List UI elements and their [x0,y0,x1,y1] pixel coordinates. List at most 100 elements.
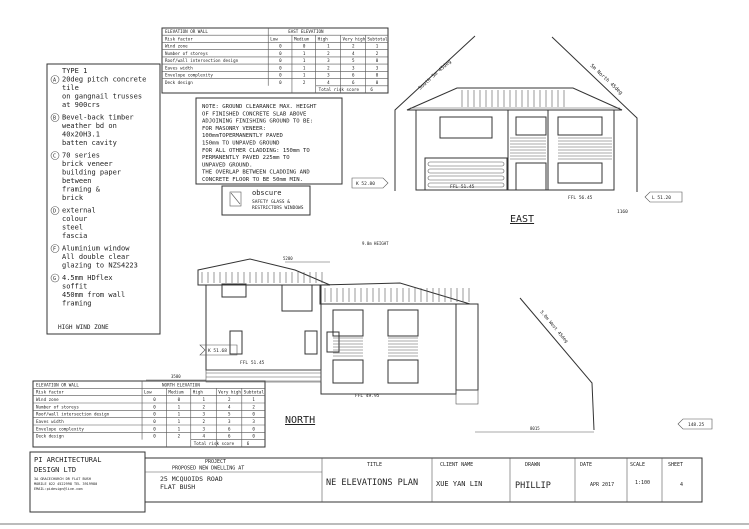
north-upper-roof [197,258,331,286]
ground-note-line: FOR MASONRY VENEER: [202,126,266,132]
garage-door [424,157,508,191]
risk-factor: Eaves width [36,419,64,424]
note-line: All double clear [62,253,129,261]
risk-score: 0 [178,397,181,402]
total-label: Total risk score [194,441,235,446]
note-marker-letter: F [53,247,56,253]
obscure-glass-legend: obscure SAFETY GLASS & RESTRICTORS WINDO… [221,185,311,216]
note-marker-letter: G [53,276,56,282]
note-marker [50,75,60,84]
risk-score: 1 [303,65,306,70]
risk-score: 2 [327,65,330,70]
window [557,162,603,184]
note-line: on gangnail trusses [62,93,142,101]
note-line: brick [62,194,84,202]
company-detail: 3A GRACECHURCH DR FLAT BUSH [34,477,91,481]
window [515,116,547,136]
legend-line: SAFETY GLASS & [252,199,290,205]
title-block: PI ARCHITECTURAL DESIGN LTD 3A GRACECHUR… [29,451,703,513]
south-line-label: South 5m 45deg [417,59,452,92]
legend-title: obscure [252,189,282,197]
risk-factor: Eaves width [165,65,193,70]
ground-note-line: 150mm TO UNPAVED GROUND [202,141,280,147]
height-label: 9.0m HEIGHT [362,241,389,246]
company-detail: MOBILE 022 4522998 TEL 3919980 [34,482,97,486]
risk-score: 3 [252,419,255,424]
note-marker-letter: B [53,116,56,122]
risk-factor: Deck design [165,80,193,85]
window [281,284,313,312]
risk-score: 0 [303,44,306,49]
risk-score: 0 [376,58,379,63]
risk-score: 0 [279,44,282,49]
project-address: 25 MCQUOIDS ROAD [160,475,223,483]
risk-score: 0 [279,58,282,63]
risk-score: 1 [376,44,379,49]
ground-note-line: NOTE: GROUND CLEARANCE MAX. HEIGHT [202,104,317,110]
risk-factor: Number of storeys [165,51,208,56]
column-header: Medium [168,390,184,395]
note-line: soffit [62,283,87,291]
note-line: weather bd on [62,122,117,130]
risk-factor: Deck design [36,434,64,439]
risk-score: 2 [252,404,255,409]
scale-label: SCALE [630,462,645,468]
note-line: Bevel-back timber [62,114,134,122]
risk-score: 1 [178,426,181,431]
north-elevation-title: NORTH [285,415,315,426]
window [387,359,419,384]
company-name: DESIGN LTD [34,466,76,474]
column-header: Low [144,390,152,395]
risk-factor: Envelope complexity [36,426,84,431]
risk-score: 0 [279,80,282,85]
window [387,309,419,337]
note-line: batten cavity [62,139,117,147]
risk-score: 1 [178,412,181,417]
risk-score: 5 [352,58,355,63]
risk-score: 3 [228,419,231,424]
risk-score: 5 [228,412,231,417]
risk-score: 0 [153,434,156,439]
note-marker [50,273,60,283]
risk-score: 2 [352,44,355,49]
drawn-by: PHILLIP [515,481,551,491]
column-header: Subtotal [244,390,265,395]
risk-score: 2 [303,80,306,85]
risk-score: 3 [203,426,206,431]
rl-tag [644,191,683,203]
risk-score: 2 [327,51,330,56]
column-header: High [193,390,204,395]
rl-label: K 51.68 [208,348,227,354]
column-header: Medium [294,36,310,41]
note-line: 70 series [62,152,100,160]
company-detail: EMAIL:pidesign@live.com [34,487,82,491]
risk-score: 0 [153,404,156,409]
risk-score: 2 [376,51,379,56]
brick-base [455,389,479,405]
note-line: framing & [62,186,101,194]
north-line-label: 5m North 45deg [589,63,624,96]
east-walls [415,109,615,191]
obscure-glass-icon [229,191,242,207]
window [439,116,493,139]
ground-note-line: 100mmTOPERMANENTLY PAVED [202,133,283,139]
note-line: colour [62,215,87,223]
note-line: 4.5mm HDflex [62,274,113,282]
sheet-number: 4 [680,482,683,488]
window [304,330,318,355]
risk-score: 0 [153,419,156,424]
window [332,309,364,337]
rl-tag [199,344,238,356]
elevation-label: ELEVATION OR WALL [165,29,208,34]
project-desc: PROPOSED NEW DWELLING AT [172,466,244,472]
window [229,330,243,355]
total-score: 6 [247,441,250,446]
risk-score: 2 [178,434,181,439]
rl-tag [351,177,389,189]
risk-score: 0 [153,397,156,402]
west-line-label: 5.0m West 45deg [538,309,569,344]
risk-score: 1 [303,58,306,63]
